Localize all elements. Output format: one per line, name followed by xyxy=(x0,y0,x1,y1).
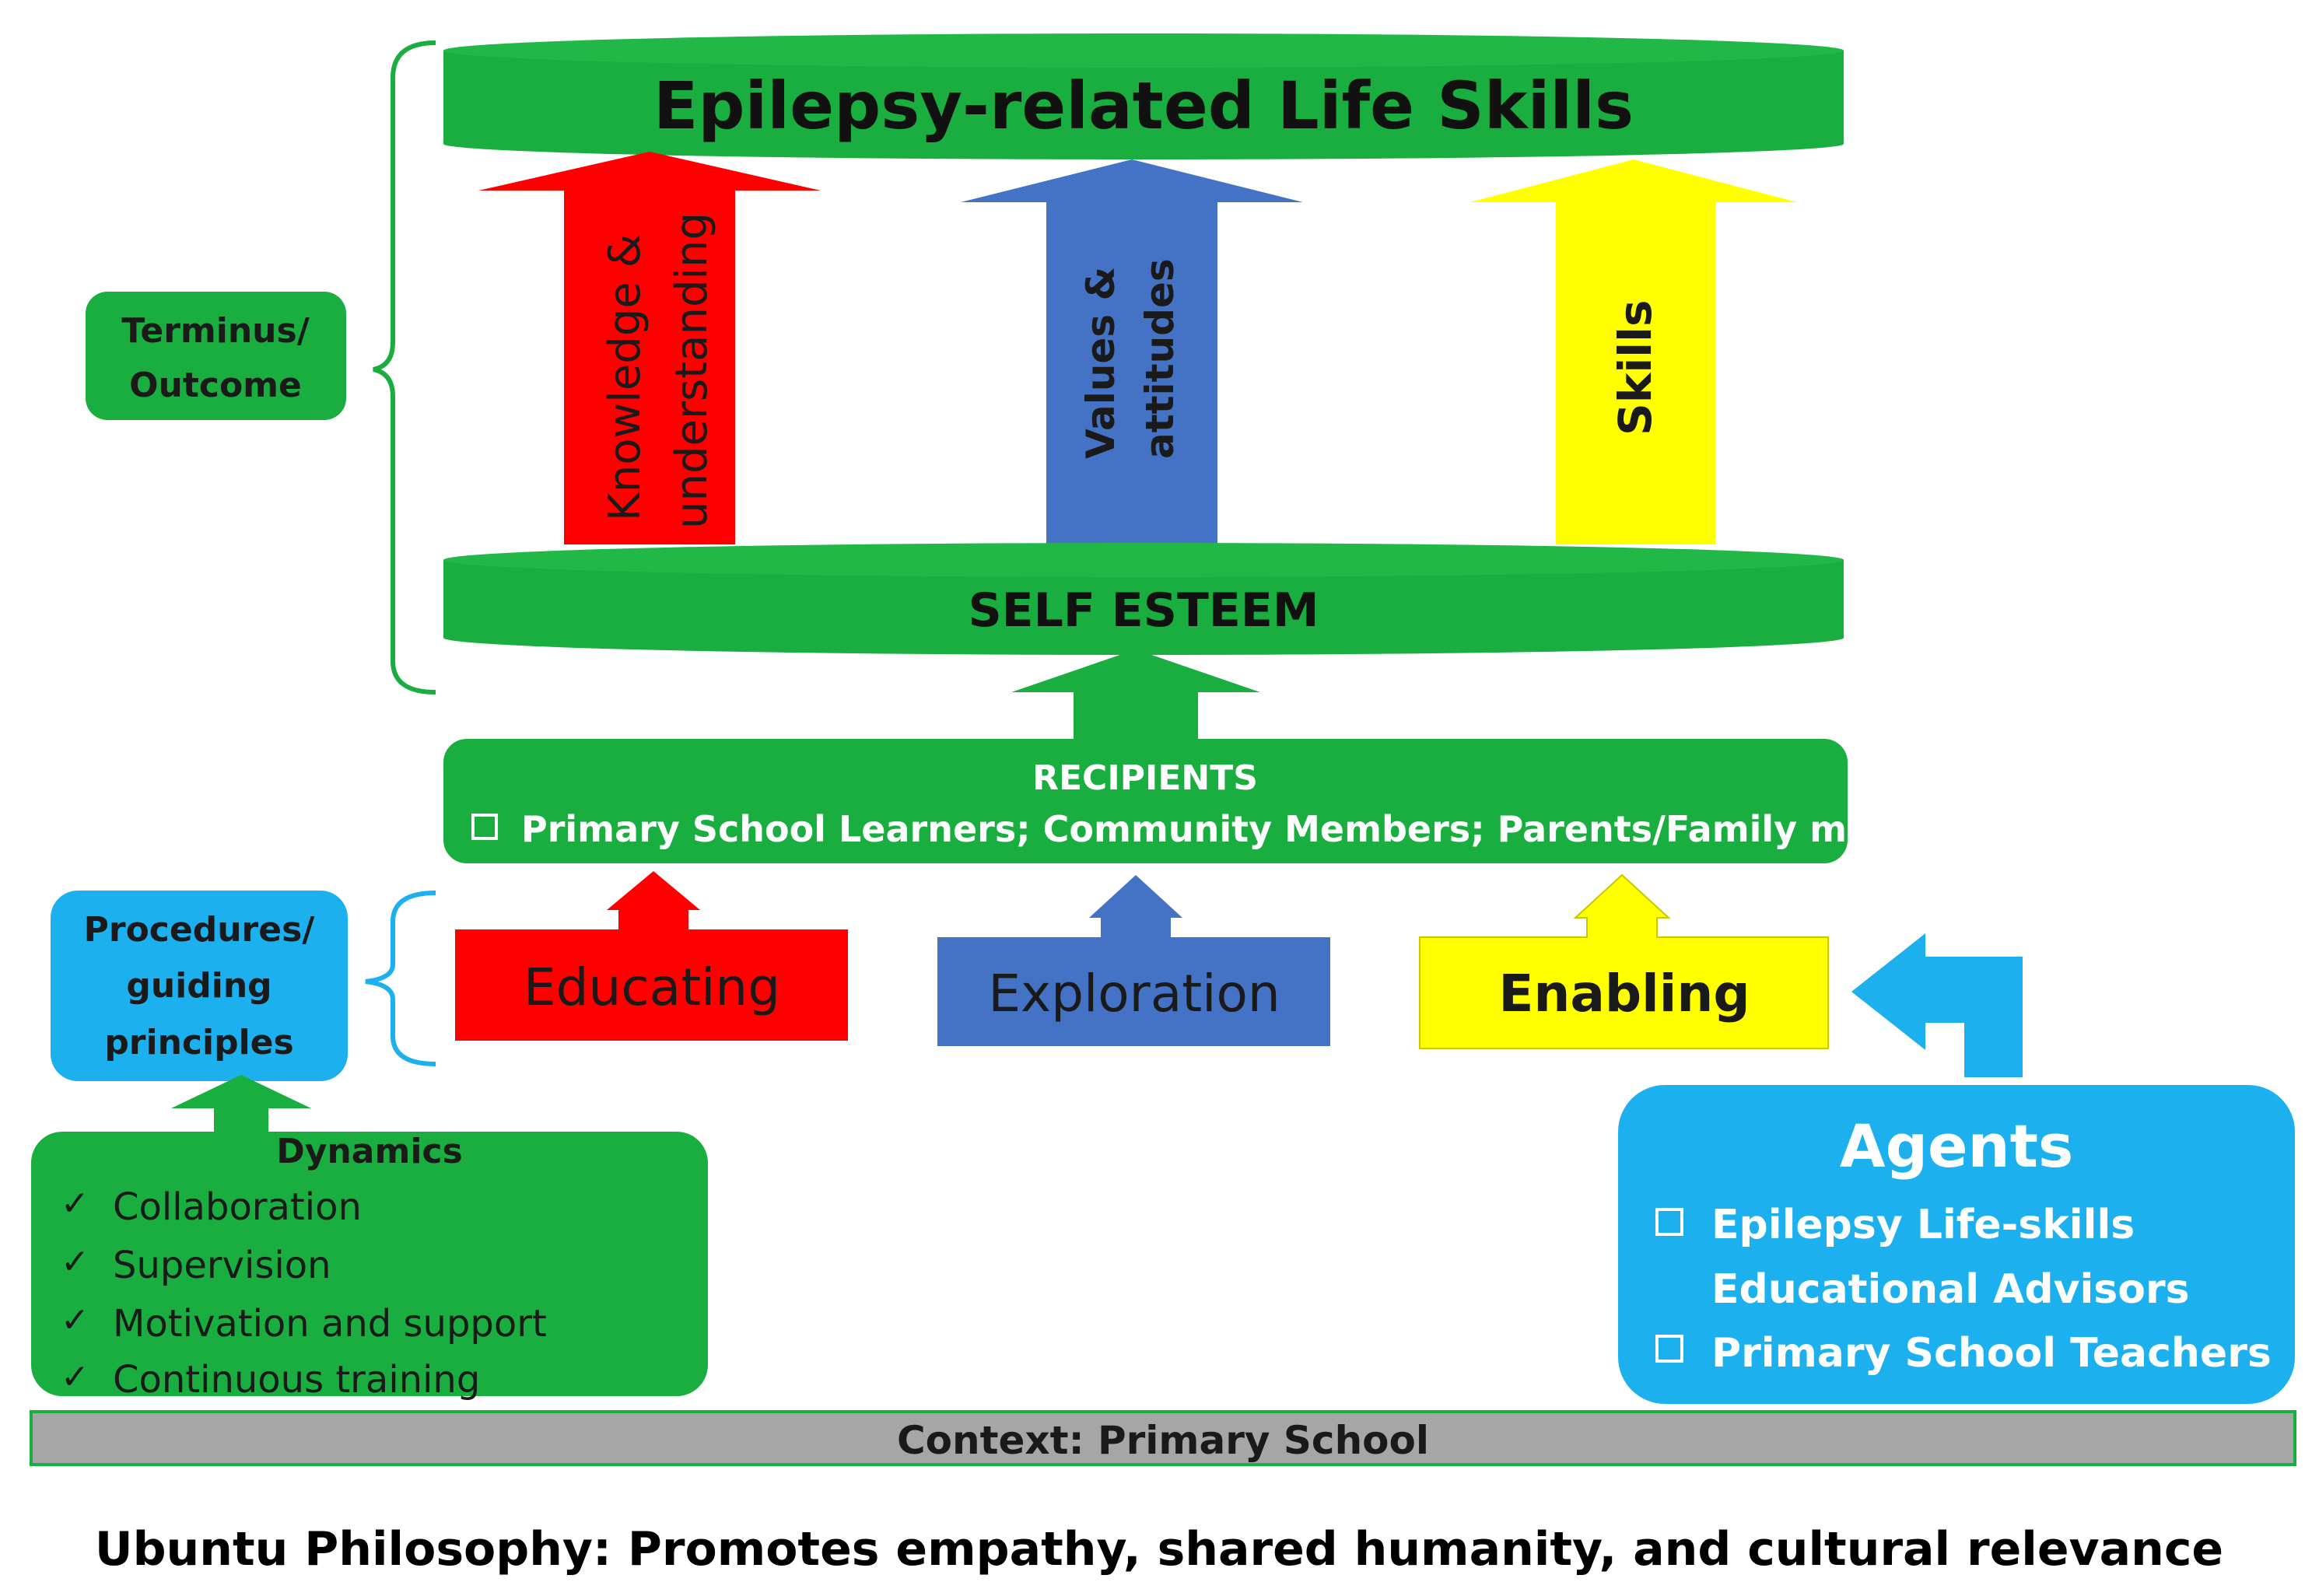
life-skills-disc: Epilepsy-related Life Skills xyxy=(443,33,1844,159)
exploration-box: Exploration xyxy=(937,875,1330,1046)
dynamics-item-motivation: Motivation and support xyxy=(113,1302,547,1346)
recipients-title: RECIPIENTS xyxy=(1032,758,1258,798)
terminus-bracket xyxy=(373,40,436,695)
recipients-up-arrow xyxy=(1011,649,1260,747)
check-icon: ✓ xyxy=(61,1184,89,1223)
terminus-outcome-box: Terminus/ Outcome xyxy=(86,292,346,420)
values-arrow: Values & attitudes xyxy=(961,159,1303,544)
terminus-line2: Outcome xyxy=(129,366,302,405)
knowledge-line2: understanding xyxy=(667,212,717,529)
dynamics-item-supervision: Supervision xyxy=(113,1244,331,1287)
agents-item2: Primary School Teachers xyxy=(1711,1330,2272,1377)
procedures-box: Procedures/ guiding principles xyxy=(51,891,348,1081)
educating-label: Educating xyxy=(524,957,780,1017)
agents-box: Agents Epilepsy Life-skills Educational … xyxy=(1618,1085,2295,1404)
context-bar: Context: Primary School xyxy=(30,1410,2296,1466)
knowledge-arrow: Knowledge & understanding xyxy=(478,152,821,544)
agents-checkbox-icon xyxy=(1655,1335,1683,1363)
educating-box: Educating xyxy=(455,871,848,1041)
dynamics-up-arrow xyxy=(171,1075,311,1151)
enabling-box: Enabling xyxy=(1419,873,1829,1049)
agents-checkbox-icon xyxy=(1655,1208,1683,1236)
agents-item1-line1: Epilepsy Life-skills xyxy=(1711,1202,2135,1248)
values-line1: Values & xyxy=(1078,267,1123,459)
dynamics-box: Dynamics ✓ Collaboration ✓ Supervision ✓… xyxy=(31,1132,708,1402)
check-icon: ✓ xyxy=(61,1242,89,1282)
exploration-label: Exploration xyxy=(988,964,1280,1024)
agents-item1-line2: Educational Advisors xyxy=(1711,1266,2190,1313)
recipients-box: RECIPIENTS Primary School Learners; Comm… xyxy=(443,739,1997,863)
terminus-line1: Terminus/ xyxy=(121,311,310,351)
check-icon: ✓ xyxy=(61,1300,89,1340)
ubuntu-caption: Ubuntu Philosophy: Promotes empathy, sha… xyxy=(95,1522,2223,1577)
life-skills-title: Epilepsy-related Life Skills xyxy=(653,68,1634,144)
procedures-bracket xyxy=(365,891,436,1066)
knowledge-line1: Knowledge & xyxy=(600,234,650,521)
agents-to-enabling-arrow xyxy=(1851,933,2023,1077)
dynamics-item-collaboration: Collaboration xyxy=(113,1185,362,1229)
recipients-items: Primary School Learners; Community Membe… xyxy=(521,808,1997,850)
recipients-checkbox-icon xyxy=(471,814,498,840)
agents-title: Agents xyxy=(1840,1111,2073,1181)
skills-arrow: Skills xyxy=(1470,159,1797,544)
skills-label: Skills xyxy=(1609,299,1662,436)
check-icon: ✓ xyxy=(61,1357,89,1397)
dynamics-title: Dynamics xyxy=(276,1132,462,1171)
dynamics-item-training: Continuous training xyxy=(113,1358,480,1402)
enabling-label: Enabling xyxy=(1498,964,1750,1024)
values-line2: attitudes xyxy=(1137,258,1182,459)
procedures-line2: guiding xyxy=(126,966,271,1006)
procedures-line3: principles xyxy=(104,1023,293,1062)
procedures-line1: Procedures/ xyxy=(84,910,316,950)
context-label: Context: Primary School xyxy=(897,1418,1429,1463)
self-esteem-disc: SELF ESTEEM xyxy=(443,543,1844,655)
self-esteem-label: SELF ESTEEM xyxy=(968,583,1319,638)
